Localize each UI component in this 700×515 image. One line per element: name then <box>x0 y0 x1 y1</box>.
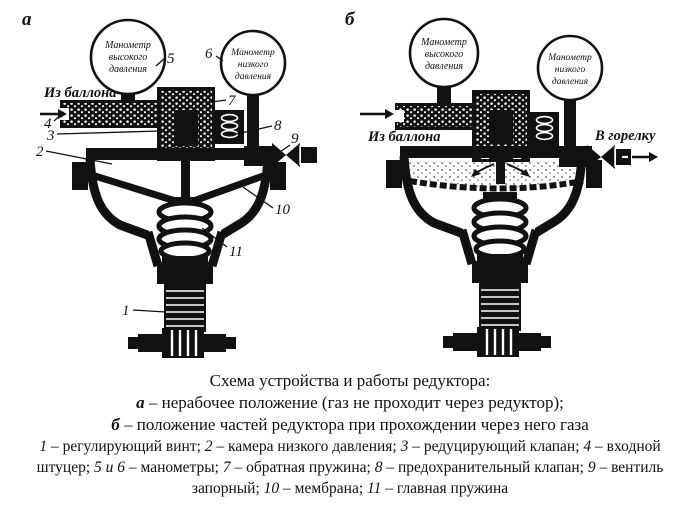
legend-item: 8 – предохранительный клапан; <box>374 459 588 477</box>
svg-text:низкого: низкого <box>238 60 269 70</box>
adjusting-screw-b <box>472 261 528 331</box>
callout-9: 9 <box>291 131 299 147</box>
inlet-pipe <box>60 100 168 128</box>
callout-4: 4 <box>44 116 52 132</box>
inlet-pipe-b <box>395 103 487 130</box>
callout-7: 7 <box>228 93 237 109</box>
low-gauge-stem <box>247 90 259 162</box>
high-pressure-gauge-b: Манометр высокого давления <box>408 17 480 89</box>
svg-text:давления: давления <box>552 76 588 87</box>
legend-item: 3 – редуцирующий клапан; <box>400 438 584 456</box>
safety-valve-block-b <box>530 112 559 146</box>
figure-legend: 1 – регулирующий винт; 2 – камера низког… <box>12 437 688 500</box>
screw-handle-b <box>443 327 551 357</box>
svg-text:низкого: низкого <box>555 65 586 75</box>
legend-item: 10 – мембрана; <box>263 480 368 498</box>
caption-line-a: а – нерабочее положение (газ не проходит… <box>136 392 564 412</box>
callout-1: 1 <box>122 303 130 319</box>
callout-2: 2 <box>36 144 44 160</box>
svg-text:давления: давления <box>109 64 147 75</box>
valve-stem <box>181 152 190 202</box>
svg-text:высокого: высокого <box>425 49 464 60</box>
figure-caption: Схема устройства и работы редуктора: а –… <box>0 370 700 435</box>
caption-line-b: б – положение частей редуктора при прохо… <box>111 414 589 434</box>
screw-handle <box>128 328 236 358</box>
gas-flow-arrows-icon <box>471 163 530 177</box>
high-pressure-gauge: Манометр высокого давления <box>89 18 167 96</box>
callouts: 1 2 3 4 5 6 7 8 9 10 11 <box>36 46 299 319</box>
panel-b: б Из баллона <box>345 9 658 357</box>
regulator-body <box>72 148 286 268</box>
inlet-label-b: Из баллона <box>367 129 440 145</box>
valve-stem-b <box>496 150 505 184</box>
shutoff-valve-icon <box>272 143 317 167</box>
panel-b-label: б <box>345 9 356 30</box>
low-gauge-text-b: Манометр <box>547 53 592 63</box>
low-gauge-text: Манометр <box>230 48 275 58</box>
legend-item: 4 – входной штуцер; <box>36 438 661 477</box>
high-gauge-text-b: Манометр <box>420 37 467 48</box>
callout-5: 5 <box>167 51 175 67</box>
low-pressure-gauge-b: Манометр низкого давления <box>536 34 604 102</box>
svg-text:давления: давления <box>235 71 271 82</box>
membrane-b <box>409 178 584 192</box>
svg-text:высокого: высокого <box>109 52 148 63</box>
legend-item: 7 – обратная пружина; <box>222 459 375 477</box>
caption-key-b: б <box>111 414 120 434</box>
regulator-diagram-figure: а Из баллона <box>22 9 658 358</box>
callout-8: 8 <box>274 118 282 134</box>
legend-item: 1 – регулирующий винт; <box>39 438 205 456</box>
callout-6: 6 <box>205 46 213 62</box>
regulator-body-b <box>386 146 602 266</box>
outlet-label: В горелку <box>594 128 656 144</box>
legend-item: 2 – камера низкого давления; <box>204 438 401 456</box>
outlet-arrow-icon <box>622 152 658 162</box>
legend-item: 11 – главная пружина <box>367 480 509 498</box>
caption-title: Схема устройства и работы редуктора: <box>209 371 491 390</box>
adjusting-screw <box>157 262 213 332</box>
safety-valve-block <box>215 110 244 144</box>
svg-text:давления: давления <box>425 61 463 72</box>
main-spring-b <box>471 196 529 263</box>
inlet-label: Из баллона <box>43 85 116 101</box>
callout-10: 10 <box>275 202 291 218</box>
main-spring <box>156 200 214 265</box>
legend-item: 5 и 6 – манометры; <box>94 459 223 477</box>
callout-3: 3 <box>46 128 55 144</box>
high-gauge-text: Манометр <box>104 40 151 51</box>
diagram-canvas: а Из баллона <box>22 9 658 358</box>
callout-11: 11 <box>229 244 243 260</box>
inlet-arrow-icon-b <box>360 109 394 119</box>
panel-a: а Из баллона <box>22 9 317 358</box>
caption-key-a: а <box>136 392 145 412</box>
legend-item: 9 – вентиль запорный; <box>191 459 664 498</box>
panel-a-label: а <box>22 9 32 30</box>
low-pressure-gauge: Манометр низкого давления <box>219 29 287 97</box>
high-gauge-stem-b <box>437 84 451 106</box>
reducing-valve-block-b <box>472 90 530 162</box>
